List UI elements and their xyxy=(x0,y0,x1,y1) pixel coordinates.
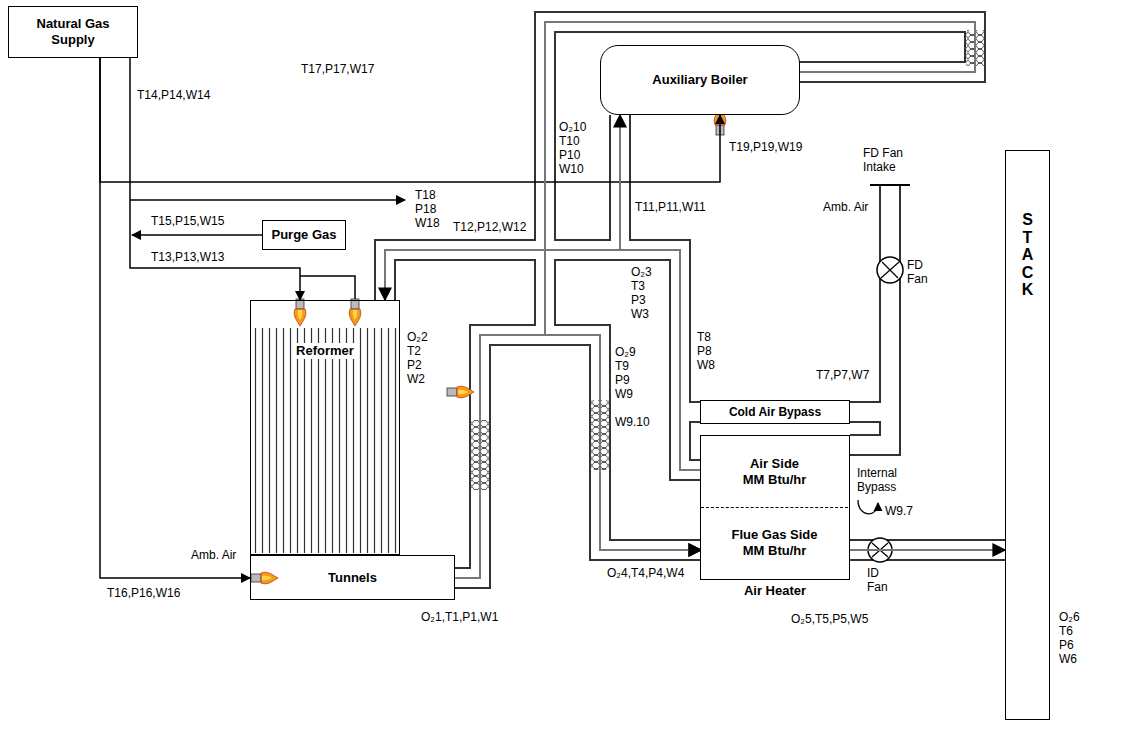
reformer-tubes xyxy=(252,328,398,553)
purge-box: Purge Gas xyxy=(262,220,346,250)
instrument-tag: Internal Bypass xyxy=(856,466,898,494)
bypass-arrow xyxy=(858,500,878,514)
burner-symbol xyxy=(294,299,306,326)
instrument-tag: FD Fan xyxy=(906,258,929,286)
box-label: Purge Gas xyxy=(271,227,336,243)
instrument-tag: T19,P19,W19 xyxy=(728,140,803,154)
gas-line xyxy=(130,199,405,201)
instrument-tag: O₂1,T1,P1,W1 xyxy=(420,610,499,624)
instrument-tag: T7,P7,W7 xyxy=(815,368,870,382)
instrument-tag: T13,P13,W13 xyxy=(150,250,225,264)
burner-symbol xyxy=(349,299,361,326)
instrument-tag: O₂2 T2 P2 W2 xyxy=(406,330,429,386)
instrument-tag: T16,P16,W16 xyxy=(106,586,181,600)
instrument-tag: W9.10 xyxy=(614,415,651,429)
duct-wall xyxy=(385,22,1005,578)
stack: STACK xyxy=(1005,150,1050,720)
instrument-tag: T11,P11,W11 xyxy=(634,200,707,214)
instrument-tag: T18 P18 W18 xyxy=(414,188,441,230)
air-side: Air SideMM Btu/hr xyxy=(701,436,848,507)
instrument-tag: T12,P12,W12 xyxy=(452,220,527,234)
box-label: Cold Air Bypass xyxy=(729,404,821,420)
box-label: Reformer xyxy=(292,343,358,359)
box-label: MM Btu/hr xyxy=(743,543,807,559)
box-label: MM Btu/hr xyxy=(743,472,807,488)
instrument-tag: O₂6 T6 P6 W6 xyxy=(1058,610,1081,666)
supply-box: Natural Gas Supply xyxy=(8,6,138,58)
burner-symbol xyxy=(251,572,278,584)
instrument-tag: T14,P14,W14 xyxy=(136,88,211,102)
fan-intake-cap xyxy=(870,184,910,186)
instrument-tag: Amb. Air xyxy=(190,548,237,562)
heat-exchanger-bank xyxy=(591,400,609,470)
flow-arrow xyxy=(455,335,701,578)
duct-inside xyxy=(385,22,1005,578)
instrument-tag: T8 P8 W8 xyxy=(696,330,716,372)
heat-exchanger-bank xyxy=(966,30,984,66)
reformer-box: Reformer xyxy=(250,300,400,555)
id-fan-symbol xyxy=(868,538,892,562)
gas-line xyxy=(130,58,300,300)
bypass-duct: Cold Air Bypass xyxy=(700,400,850,424)
instrument-tag: W9.7 xyxy=(884,504,914,518)
instrument-tag: FD Fan Intake xyxy=(862,146,912,174)
instrument-tag: O₂4,T4,P4,W4 xyxy=(606,566,685,580)
flow-arrow xyxy=(385,250,701,470)
instrument-tag: Amb. Air xyxy=(822,200,869,214)
box-label: Tunnels xyxy=(325,570,380,586)
box-heading: Air Heater xyxy=(701,583,849,599)
gas-line xyxy=(100,58,250,578)
instrument-tag: O₂10 T10 P10 W10 xyxy=(558,120,587,176)
boiler-box: Auxiliary Boiler xyxy=(600,45,800,115)
box-label: STACK xyxy=(1020,211,1036,299)
instrument-tag: O₂3 T3 P3 W3 xyxy=(630,265,653,321)
instrument-tag: T17,P17,W17 xyxy=(300,62,375,76)
box-label: Natural Gas Supply xyxy=(15,16,131,48)
instrument-tag: T15,P15,W15 xyxy=(150,214,225,228)
box-label: Air Side xyxy=(750,456,799,472)
air-heater: Air HeaterAir SideMM Btu/hrFlue Gas Side… xyxy=(700,435,850,580)
instrument-tag: ID Fan xyxy=(866,566,889,594)
gas-header xyxy=(300,276,355,300)
instrument-tag: O₂9 T9 P9 W9 xyxy=(614,345,637,401)
flow-arrow xyxy=(848,549,1005,551)
box-label: Flue Gas Side xyxy=(732,527,818,543)
heat-exchanger-bank xyxy=(471,420,489,490)
purge-line xyxy=(132,234,262,236)
tunnel-box: Tunnels xyxy=(250,555,455,600)
instrument-tag: O₂5,T5,P5,W5 xyxy=(790,612,869,626)
flue-gas-side: Flue Gas SideMM Btu/hr xyxy=(701,507,848,578)
box-label: Auxiliary Boiler xyxy=(652,72,747,88)
fd-fan-symbol xyxy=(877,257,903,283)
burner-symbol xyxy=(447,386,474,398)
